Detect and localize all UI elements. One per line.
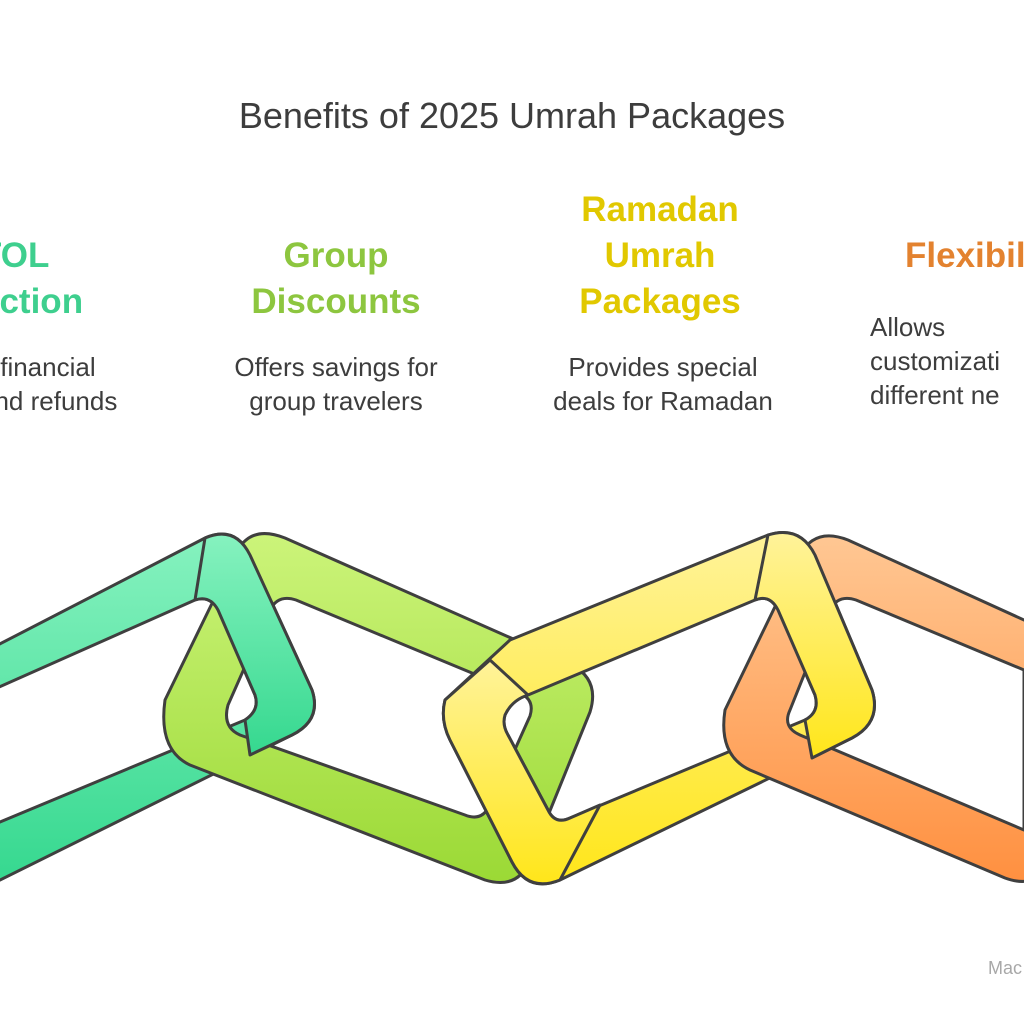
heading-ramadan-umrah-packages: Ramadan Umrah Packages [579,190,741,321]
watermark: Mac [988,958,1023,978]
desc-group-discounts: Offers savings for group travelers [234,352,438,416]
desc-ramadan-umrah-packages: Provides special deals for Ramadan [553,352,773,416]
chain-link-lime [162,532,595,884]
page-title: Benefits of 2025 Umrah Packages [238,95,786,136]
desc-flexibility: Allows customizati different ne [870,312,1001,410]
chain-overlap-green [193,532,316,757]
chain-overlap-yellow [441,658,602,886]
heading-atol-protection: TOL ection [0,236,84,321]
chain-overlap-yellow-right [753,531,876,760]
heading-flexibility: Flexibil [905,236,1024,275]
desc-atol-protection: s financial and refunds [0,352,118,416]
heading-group-discounts: Group Discounts [251,236,421,321]
